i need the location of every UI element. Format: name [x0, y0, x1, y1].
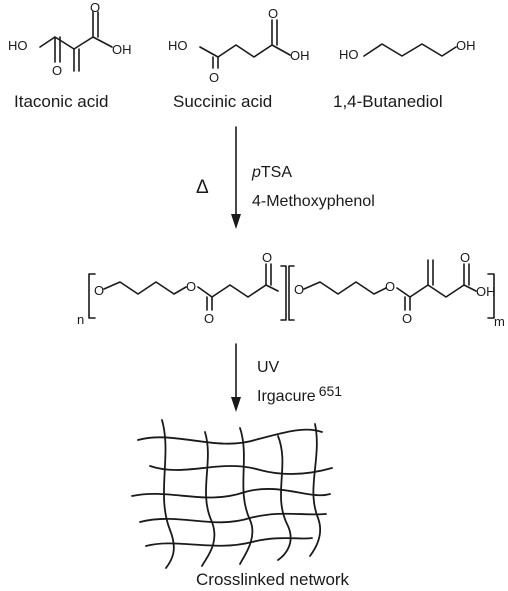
- initiator-name: Irgacure: [257, 388, 316, 405]
- uv-label: UV: [257, 359, 280, 376]
- polymer-o6-label: O: [385, 279, 395, 294]
- polymer-o1-label: O: [94, 283, 104, 298]
- polymer-structure: n O O O O O O O O OH m: [77, 250, 505, 329]
- inhibitor-label: 4-Methoxyphenol: [252, 193, 375, 210]
- network-chain-h5: [145, 537, 313, 547]
- initiator-number: 651: [319, 383, 343, 399]
- butanediol-oh-label: OH: [456, 38, 476, 53]
- itaconic-o-label-top: O: [90, 0, 100, 15]
- crosslinked-network: [131, 419, 333, 569]
- network-chain-h3: [131, 488, 331, 499]
- repeat-m-label: m: [494, 314, 505, 329]
- polymer-o4-label: O: [262, 250, 272, 265]
- step1-arrow: [231, 126, 241, 229]
- catalyst-label: pTSA: [251, 164, 292, 181]
- succinic-acid-name: Succinic acid: [173, 92, 272, 111]
- succinic-oh-label: OH: [290, 48, 310, 63]
- network-chain-v4: [277, 435, 292, 561]
- polymer-oh-label: OH: [476, 284, 496, 299]
- butanediol-name: 1,4-Butanediol: [333, 92, 443, 111]
- butanediol-ho-label: HO: [339, 47, 359, 62]
- itaconic-acid-name: Itaconic acid: [14, 92, 109, 111]
- itaconic-oh-label: OH: [112, 42, 132, 57]
- crosslinked-network-label: Crosslinked network: [196, 570, 350, 589]
- network-chain-v2: [201, 431, 216, 567]
- butanediol-structure: HO OH: [339, 38, 476, 62]
- network-chain-h1: [137, 428, 323, 445]
- polymer-o2-label: O: [186, 279, 196, 294]
- polymer-o8-label: O: [460, 250, 470, 265]
- succinic-ho-label: HO: [168, 38, 188, 53]
- succinic-o-label-top: O: [268, 6, 278, 21]
- repeat-n-label: n: [77, 312, 84, 327]
- polymer-o5-label: O: [294, 282, 304, 297]
- itaconic-ho-label: HO: [8, 38, 28, 53]
- succinic-acid-structure: HO OH O O: [168, 6, 310, 85]
- network-chain-v3: [239, 427, 254, 565]
- network-chain-v1: [161, 419, 175, 569]
- itaconic-o-label: O: [52, 63, 62, 78]
- itaconic-acid-structure: HO OH O O: [8, 0, 132, 78]
- polymer-o3-label: O: [204, 311, 214, 326]
- network-chain-v5: [309, 423, 322, 557]
- polymer-o7-label: O: [402, 311, 412, 326]
- catalyst-name: TSA: [261, 164, 292, 181]
- heat-symbol: Δ: [196, 177, 209, 198]
- catalyst-prefix: p: [251, 164, 261, 181]
- network-chain-h2: [149, 465, 333, 475]
- succinic-o-label: O: [209, 70, 219, 85]
- step2-arrow: [231, 343, 241, 412]
